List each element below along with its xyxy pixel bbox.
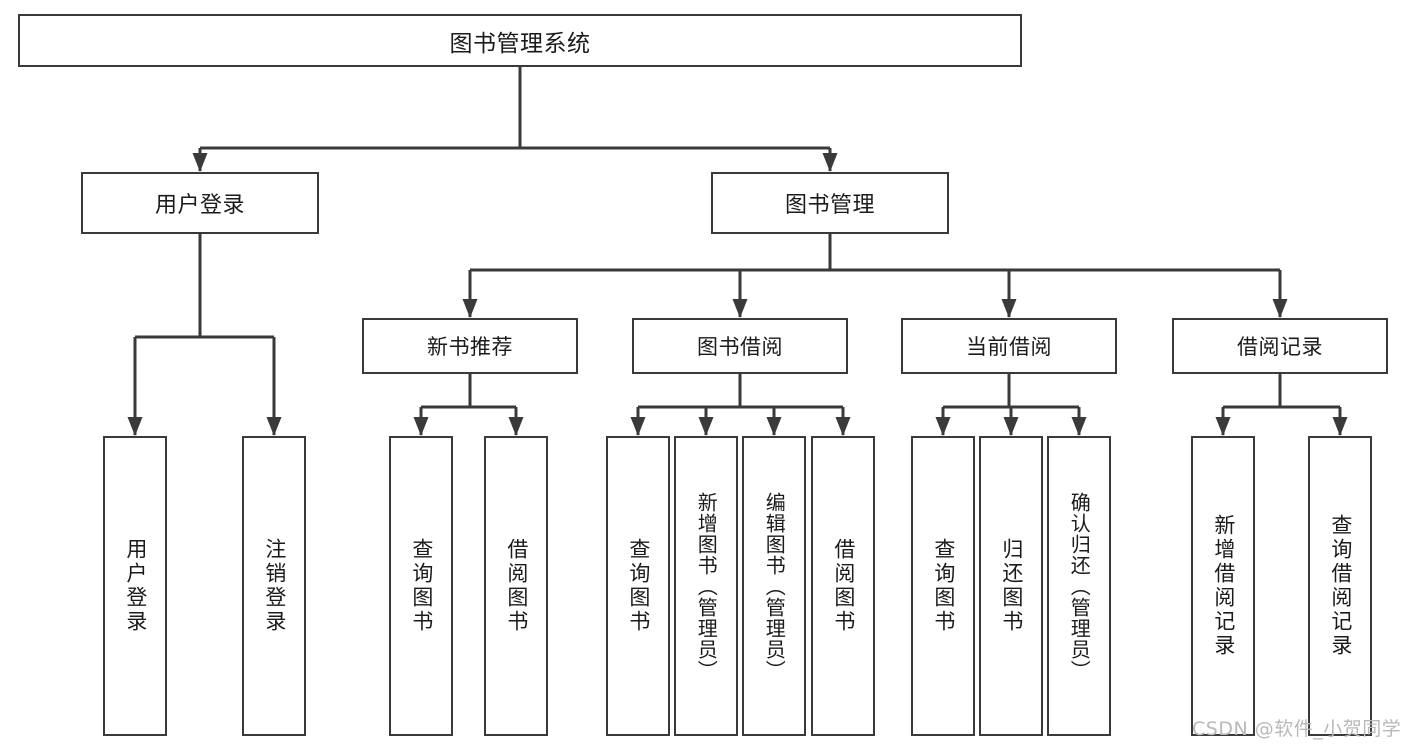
node-borrow-record[interactable]: 借阅记录 [1172, 318, 1388, 374]
node-label: 查询图书 [409, 538, 434, 634]
leaf-confirm-return[interactable]: 确认归还（管理员） [1047, 436, 1111, 736]
node-label: 用户登录 [154, 193, 245, 218]
node-root-system[interactable]: 图书管理系统 [18, 14, 1022, 67]
watermark-credit: CSDN @软件_小贺同学 [1192, 718, 1402, 740]
node-label: 新增借阅记录 [1211, 514, 1236, 658]
node-label: 图书借阅 [697, 335, 783, 359]
node-label: 查询图书 [931, 538, 956, 634]
node-label: 新书推荐 [427, 335, 513, 359]
node-user-login[interactable]: 用户登录 [81, 172, 319, 234]
node-label: 用户登录 [123, 538, 148, 634]
node-label: 当前借阅 [966, 335, 1052, 359]
node-label: 借阅记录 [1237, 335, 1323, 359]
node-label: 图书管理系统 [449, 30, 591, 57]
node-label: 图书管理 [784, 193, 875, 218]
node-new-book-recommend[interactable]: 新书推荐 [362, 318, 578, 374]
node-current-borrow[interactable]: 当前借阅 [901, 318, 1117, 374]
node-label: 新增图书（管理员） [694, 491, 719, 681]
leaf-query-book-3[interactable]: 查询图书 [911, 436, 975, 736]
node-book-management[interactable]: 图书管理 [711, 172, 949, 234]
leaf-add-book-admin[interactable]: 新增图书（管理员） [674, 436, 738, 736]
leaf-return-book[interactable]: 归还图书 [979, 436, 1043, 736]
leaf-query-book-1[interactable]: 查询图书 [389, 436, 453, 736]
node-label: 借阅图书 [831, 538, 856, 634]
node-label: 归还图书 [999, 538, 1024, 634]
leaf-query-book-2[interactable]: 查询图书 [606, 436, 670, 736]
leaf-add-borrow-record[interactable]: 新增借阅记录 [1191, 436, 1255, 736]
node-label: 查询借阅记录 [1328, 514, 1353, 658]
node-label: 查询图书 [626, 538, 651, 634]
leaf-borrow-book-1[interactable]: 借阅图书 [484, 436, 548, 736]
leaf-borrow-book-2[interactable]: 借阅图书 [811, 436, 875, 736]
node-label: 注销登录 [262, 538, 287, 634]
leaf-query-borrow-record[interactable]: 查询借阅记录 [1308, 436, 1372, 736]
leaf-user-login[interactable]: 用户登录 [103, 436, 167, 736]
node-label: 编辑图书（管理员） [762, 491, 787, 681]
leaf-edit-book-admin[interactable]: 编辑图书（管理员） [742, 436, 806, 736]
node-label: 确认归还（管理员） [1067, 491, 1092, 681]
node-book-borrow[interactable]: 图书借阅 [632, 318, 848, 374]
node-label: 借阅图书 [504, 538, 529, 634]
leaf-logout-login[interactable]: 注销登录 [242, 436, 306, 736]
